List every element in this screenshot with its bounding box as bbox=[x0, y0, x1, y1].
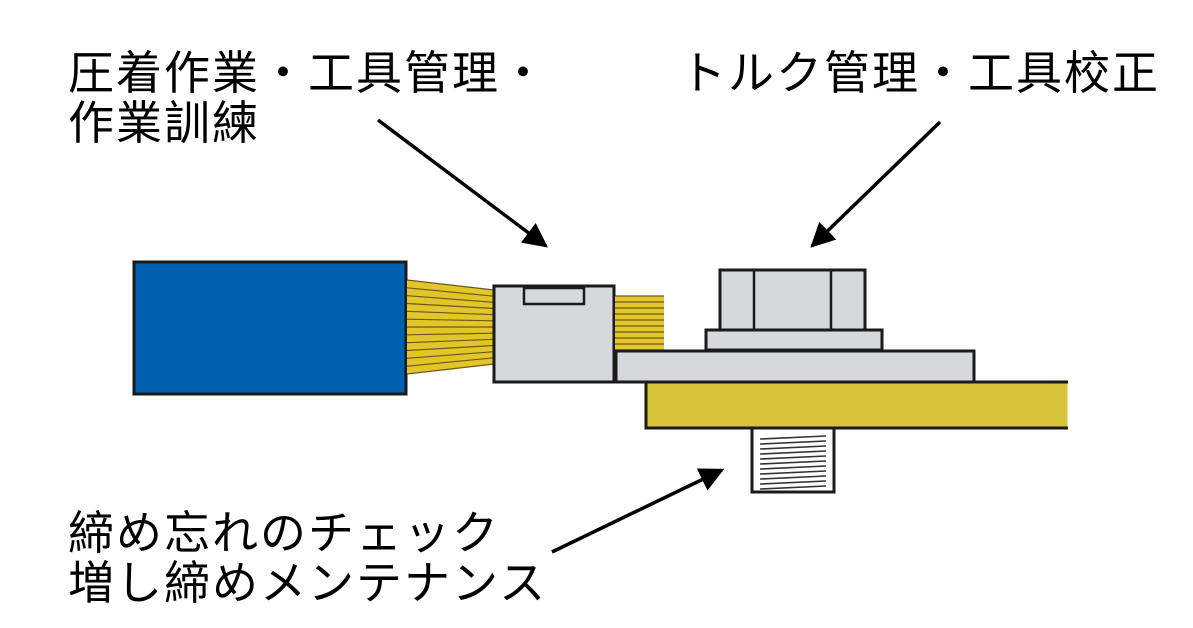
label-crimp-line2: 作業訓練 bbox=[68, 96, 260, 150]
wire-strand-left-line bbox=[406, 310, 495, 316]
arrow-check bbox=[551, 468, 725, 554]
label-torque-line1: トルク管理・工具校正 bbox=[680, 46, 1160, 100]
terminal-lug bbox=[614, 349, 976, 384]
bolt-thread-lines bbox=[759, 435, 827, 490]
wire-strand-left-line bbox=[406, 295, 495, 303]
thread-line bbox=[759, 440, 827, 445]
wire-strand-left-line bbox=[406, 318, 495, 322]
bolt-head bbox=[718, 268, 867, 332]
wire-strand-left-line bbox=[406, 332, 495, 336]
wire-strand-left-line bbox=[406, 344, 495, 352]
thread-line bbox=[759, 465, 827, 470]
thread-line bbox=[759, 445, 827, 450]
thread-line bbox=[759, 460, 827, 465]
cable-jacket bbox=[132, 260, 408, 396]
label-torque-calibration: トルク管理・工具校正 bbox=[680, 48, 1160, 98]
wire-strand-left-line bbox=[406, 357, 495, 367]
crimp-terminal-window bbox=[522, 286, 586, 306]
label-check-line1: 締め忘れのチェック bbox=[68, 506, 500, 560]
wire-strand-right-fill bbox=[615, 296, 664, 350]
wire-strand-left-line bbox=[406, 363, 495, 375]
label-check-line2: 増し締めメンテナンス bbox=[68, 556, 548, 610]
arrow-crimp bbox=[376, 118, 548, 248]
thread-line bbox=[759, 485, 827, 490]
thread-line bbox=[759, 475, 827, 480]
wire-strand-left-line bbox=[406, 338, 495, 344]
label-crimp-tool-training: 圧着作業・工具管理・ 作業訓練 bbox=[68, 48, 548, 148]
wire-strand-left-line bbox=[406, 302, 495, 310]
busbar-fill bbox=[647, 383, 1068, 427]
thread-line bbox=[759, 480, 827, 485]
thread-line bbox=[759, 450, 827, 455]
wire-strand-left-line bbox=[406, 351, 495, 359]
thread-line bbox=[759, 470, 827, 475]
arrow-torque bbox=[810, 120, 942, 248]
label-check-retightening: 締め忘れのチェック 増し締めメンテナンス bbox=[68, 508, 547, 608]
thread-line bbox=[759, 455, 827, 460]
wire-strands-right bbox=[615, 295, 664, 351]
label-crimp-line1: 圧着作業・工具管理・ bbox=[68, 46, 548, 100]
wire-strand-left-line bbox=[406, 287, 495, 297]
busbar bbox=[644, 380, 1068, 430]
wire-strands-left bbox=[406, 279, 495, 375]
wire-strand-left-line bbox=[406, 279, 495, 291]
washer bbox=[704, 328, 884, 352]
thread-line bbox=[759, 435, 827, 440]
